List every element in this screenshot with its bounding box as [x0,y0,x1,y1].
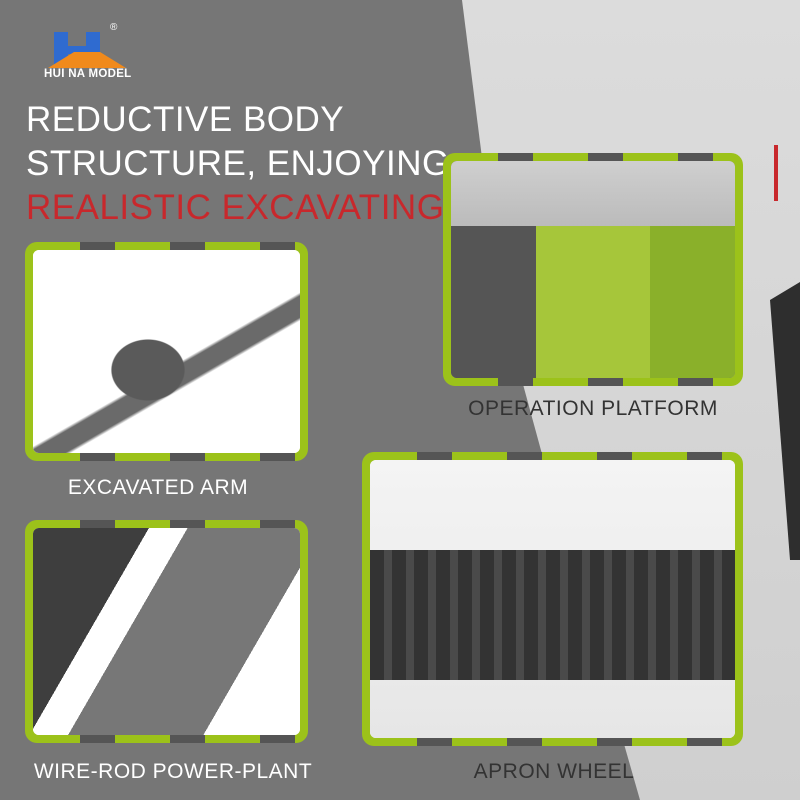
headline-line-1: REDUCTIVE BODY [26,100,345,139]
panel-wire-rod [25,520,308,743]
red-accent-bar [774,145,778,201]
caption-wire-rod: WIRE-ROD POWER-PLANT [33,760,313,783]
caption-operation-platform: OPERATION PLATFORM [468,397,718,420]
headline-line-2: STRUCTURE, ENJOYING [26,144,450,183]
panel-operation-platform [443,153,743,386]
wire-rod-photo [33,528,300,735]
operation-platform-photo [451,161,735,378]
caption-apron-wheel: APRON WHEEL [473,760,635,783]
apron-wheel-photo [370,460,735,738]
panel-apron-wheel [362,452,743,746]
headline-line-3: REALISTIC EXCAVATING [26,188,445,227]
registered-mark: ® [110,22,118,33]
panel-excavated-arm [25,242,308,461]
huina-logo-icon [48,32,126,68]
caption-excavated-arm: EXCAVATED ARM [67,476,249,499]
brand-name: HUI NA MODEL [44,68,132,80]
excavator-bucket-photo [33,250,300,453]
